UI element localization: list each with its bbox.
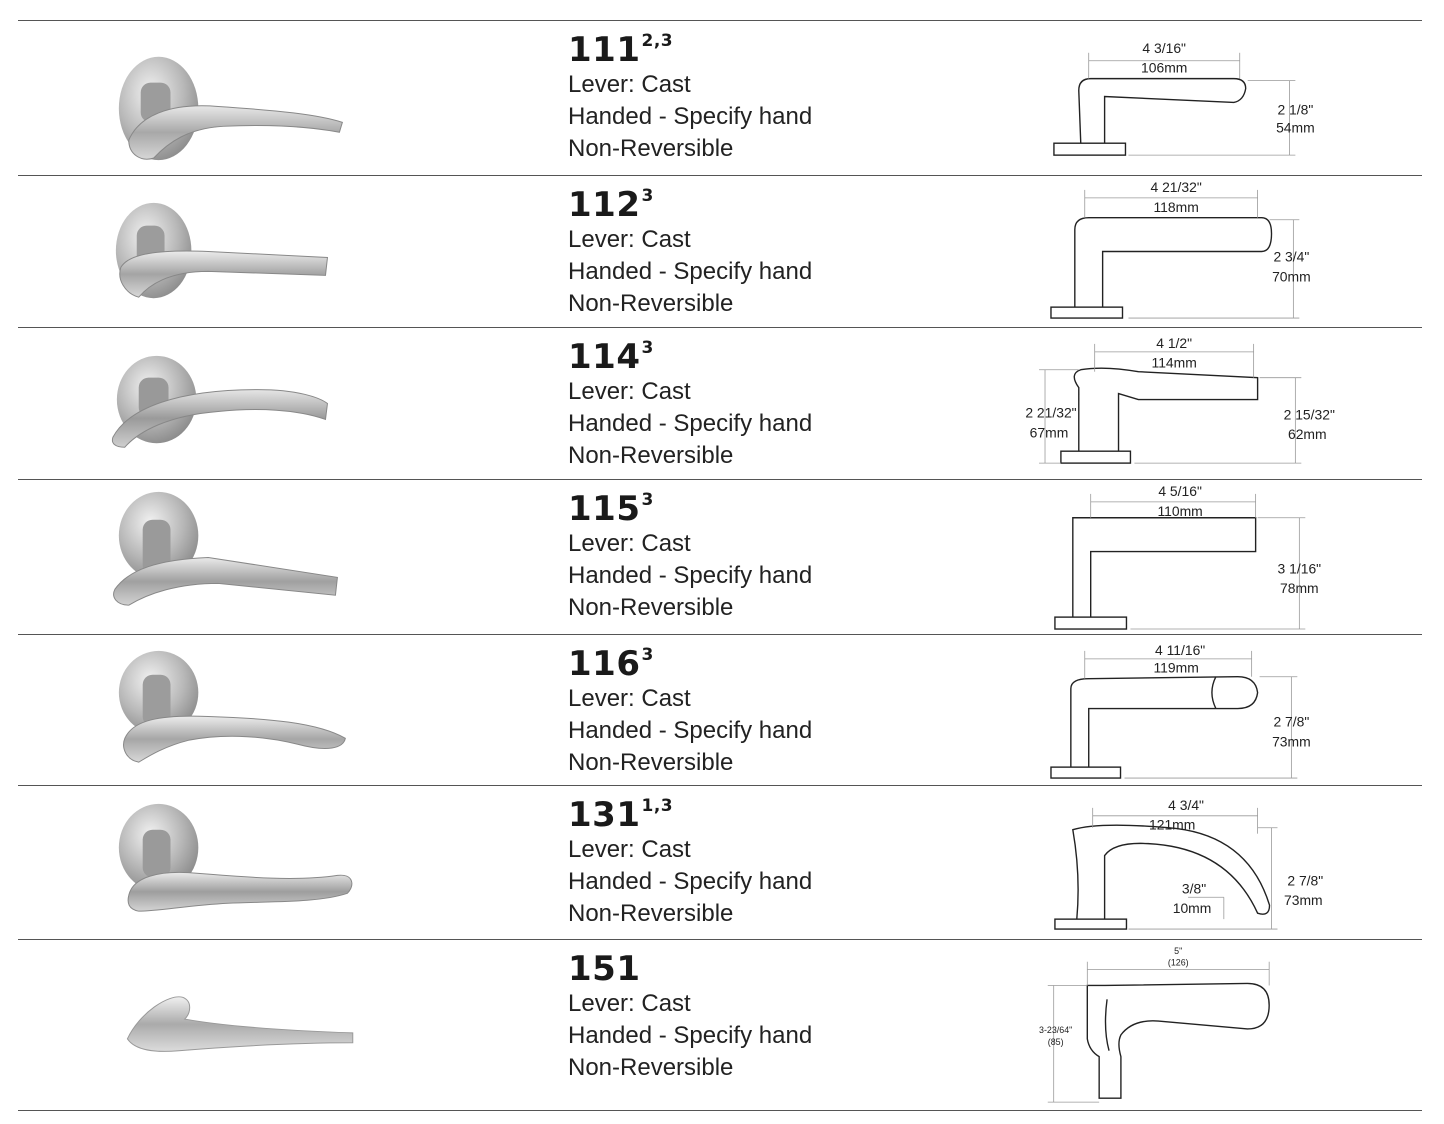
dim-metric: 106mm xyxy=(1141,60,1187,76)
model-number: 1112,3 xyxy=(568,30,674,70)
dim-imperial: 2 1/8" xyxy=(1277,101,1313,117)
model-number: 1143 xyxy=(568,337,654,377)
product-row: 1311,3 Lever: Cast Handed - Specify hand… xyxy=(18,785,1422,939)
dim-imperial: 2 3/4" xyxy=(1273,248,1309,264)
dim-metric: 62mm xyxy=(1288,426,1327,442)
dim-metric: 121mm xyxy=(1149,817,1195,833)
footnote-ref: 3 xyxy=(641,338,654,358)
dim-imperial: 4 3/4" xyxy=(1168,797,1204,813)
dim-metric: 73mm xyxy=(1272,733,1311,749)
handing-text: Handed - Specify hand xyxy=(568,1022,813,1049)
dim-metric: 110mm xyxy=(1157,503,1202,519)
product-row: 1143 Lever: Cast Handed - Specify hand N… xyxy=(18,327,1422,479)
dim-imperial: 4 3/16" xyxy=(1142,40,1186,56)
product-row: 1153 Lever: Cast Handed - Specify hand N… xyxy=(18,479,1422,634)
material-text: Lever: Cast xyxy=(568,71,691,98)
dim-imperial: 2 21/32" xyxy=(1025,404,1076,420)
material-text: Lever: Cast xyxy=(568,836,691,863)
footnote-ref: 1,3 xyxy=(641,796,674,816)
model-number: 1153 xyxy=(568,489,654,529)
dim-imperial: 4 21/32" xyxy=(1151,179,1202,195)
handing-text: Handed - Specify hand xyxy=(568,103,813,130)
product-description: 151 Lever: Cast Handed - Specify hand No… xyxy=(568,950,812,1084)
dim-imperial: 4 11/16" xyxy=(1155,642,1205,658)
handing-text: Handed - Specify hand xyxy=(568,258,813,285)
dim-metric: 119mm xyxy=(1153,660,1198,676)
dimension-drawing: 4 1/2" 114mm 2 21/32" 67mm 2 15/32" 62mm xyxy=(1008,328,1388,479)
product-description: 1143 Lever: Cast Handed - Specify hand N… xyxy=(568,338,812,472)
reversibility-text: Non-Reversible xyxy=(568,290,734,317)
handing-text: Handed - Specify hand xyxy=(568,562,813,589)
product-catalog: 1112,3 Lever: Cast Handed - Specify hand… xyxy=(18,20,1422,1111)
lever-photo xyxy=(98,635,398,785)
product-description: 1112,3 Lever: Cast Handed - Specify hand… xyxy=(568,31,812,165)
material-text: Lever: Cast xyxy=(568,378,691,405)
dim-metric: (126) xyxy=(1168,958,1189,968)
footnote-ref: 2,3 xyxy=(641,31,674,51)
dim-metric: 118mm xyxy=(1153,199,1198,215)
lever-photo xyxy=(98,786,398,939)
product-description: 1163 Lever: Cast Handed - Specify hand N… xyxy=(568,645,812,779)
footnote-ref: 3 xyxy=(641,186,654,206)
dimension-drawing: 4 11/16" 119mm 2 7/8" 73mm xyxy=(1008,635,1388,785)
dim-metric: 78mm xyxy=(1280,580,1319,596)
dim-imperial: 2 15/32" xyxy=(1284,406,1335,422)
product-row: 1123 Lever: Cast Handed - Specify hand N… xyxy=(18,175,1422,327)
dim-imperial: 4 5/16" xyxy=(1158,483,1202,499)
dim-metric: 54mm xyxy=(1276,119,1315,135)
product-row: 151 Lever: Cast Handed - Specify hand No… xyxy=(18,939,1422,1111)
product-row: 1163 Lever: Cast Handed - Specify hand N… xyxy=(18,634,1422,785)
material-text: Lever: Cast xyxy=(568,990,691,1017)
dim-metric: 67mm xyxy=(1030,424,1069,440)
model-number: 1163 xyxy=(568,644,654,684)
model-number: 151 xyxy=(568,949,641,989)
product-description: 1123 Lever: Cast Handed - Specify hand N… xyxy=(568,186,812,320)
handing-text: Handed - Specify hand xyxy=(568,410,813,437)
dim-imperial: 4 1/2" xyxy=(1156,335,1192,351)
dimension-drawing: 4 21/32" 118mm 2 3/4" 70mm xyxy=(1008,176,1388,327)
footnote-ref: 3 xyxy=(641,645,654,665)
dim-imperial: 2 7/8" xyxy=(1273,713,1309,729)
lever-photo xyxy=(98,176,398,327)
dim-metric: (85) xyxy=(1048,1037,1064,1047)
dimension-drawing: 4 3/16" 106mm 2 1/8" 54mm xyxy=(1008,21,1388,175)
material-text: Lever: Cast xyxy=(568,226,691,253)
reversibility-text: Non-Reversible xyxy=(568,594,734,621)
reversibility-text: Non-Reversible xyxy=(568,135,734,162)
material-text: Lever: Cast xyxy=(568,685,691,712)
handing-text: Handed - Specify hand xyxy=(568,868,813,895)
handing-text: Handed - Specify hand xyxy=(568,717,813,744)
lever-photo xyxy=(98,480,398,634)
product-row: 1112,3 Lever: Cast Handed - Specify hand… xyxy=(18,20,1422,175)
reversibility-text: Non-Reversible xyxy=(568,749,734,776)
lever-photo xyxy=(98,940,398,1110)
reversibility-text: Non-Reversible xyxy=(568,442,734,469)
dim-imperial: 2 7/8" xyxy=(1287,872,1323,888)
product-description: 1311,3 Lever: Cast Handed - Specify hand… xyxy=(568,796,812,930)
dim-imperial: 3 1/16" xyxy=(1278,560,1322,576)
model-number: 1123 xyxy=(568,185,654,225)
dimension-drawing: 4 5/16" 110mm 3 1/16" 78mm xyxy=(1008,480,1388,634)
dimension-drawing: 5" (126) 3-23/64" (85) xyxy=(1008,940,1388,1110)
dim-metric: 73mm xyxy=(1284,892,1323,908)
dim-metric: 114mm xyxy=(1152,355,1197,371)
reversibility-text: Non-Reversible xyxy=(568,900,734,927)
dim-metric: 70mm xyxy=(1272,268,1311,284)
dimension-drawing: 4 3/4" 121mm 2 7/8" 73mm 3/8" 10mm xyxy=(1008,786,1388,939)
model-number: 1311,3 xyxy=(568,795,674,835)
dim-metric: 10mm xyxy=(1173,900,1212,916)
dim-imperial: 3/8" xyxy=(1182,880,1206,896)
dim-imperial: 3-23/64" xyxy=(1039,1025,1072,1035)
material-text: Lever: Cast xyxy=(568,530,691,557)
reversibility-text: Non-Reversible xyxy=(568,1054,734,1081)
lever-photo xyxy=(98,21,398,175)
dim-imperial: 5" xyxy=(1174,946,1182,956)
footnote-ref: 3 xyxy=(641,490,654,510)
lever-photo xyxy=(98,328,398,479)
product-description: 1153 Lever: Cast Handed - Specify hand N… xyxy=(568,490,812,624)
